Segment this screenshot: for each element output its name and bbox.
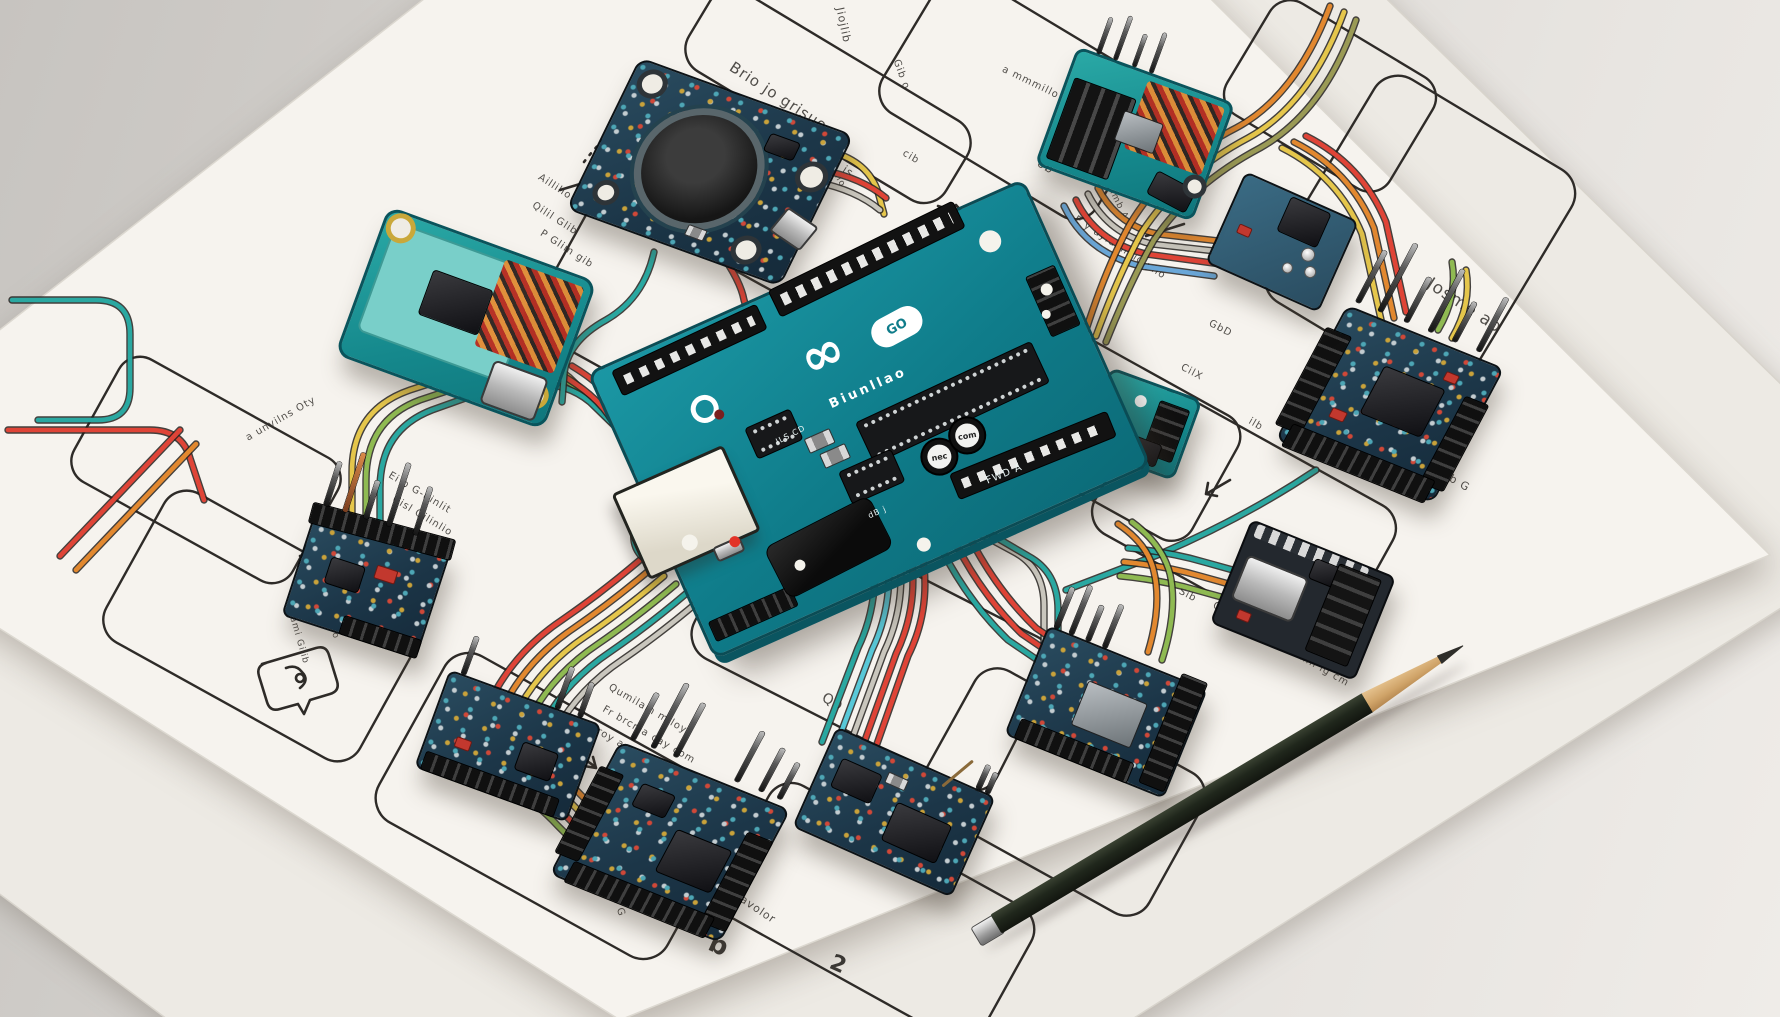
capacitor-label: com — [953, 421, 982, 450]
capacitor-label: nec — [925, 442, 954, 471]
logo-badge-label: GO — [883, 314, 910, 339]
speech-bubble-doodle — [257, 646, 339, 716]
mounting-hole — [975, 226, 1005, 256]
arduino-infinity-logo-icon: ∞ — [790, 318, 855, 391]
logo-badge-icon: GO — [865, 300, 928, 353]
rx-led — [712, 407, 726, 422]
mounting-hole — [914, 535, 934, 554]
